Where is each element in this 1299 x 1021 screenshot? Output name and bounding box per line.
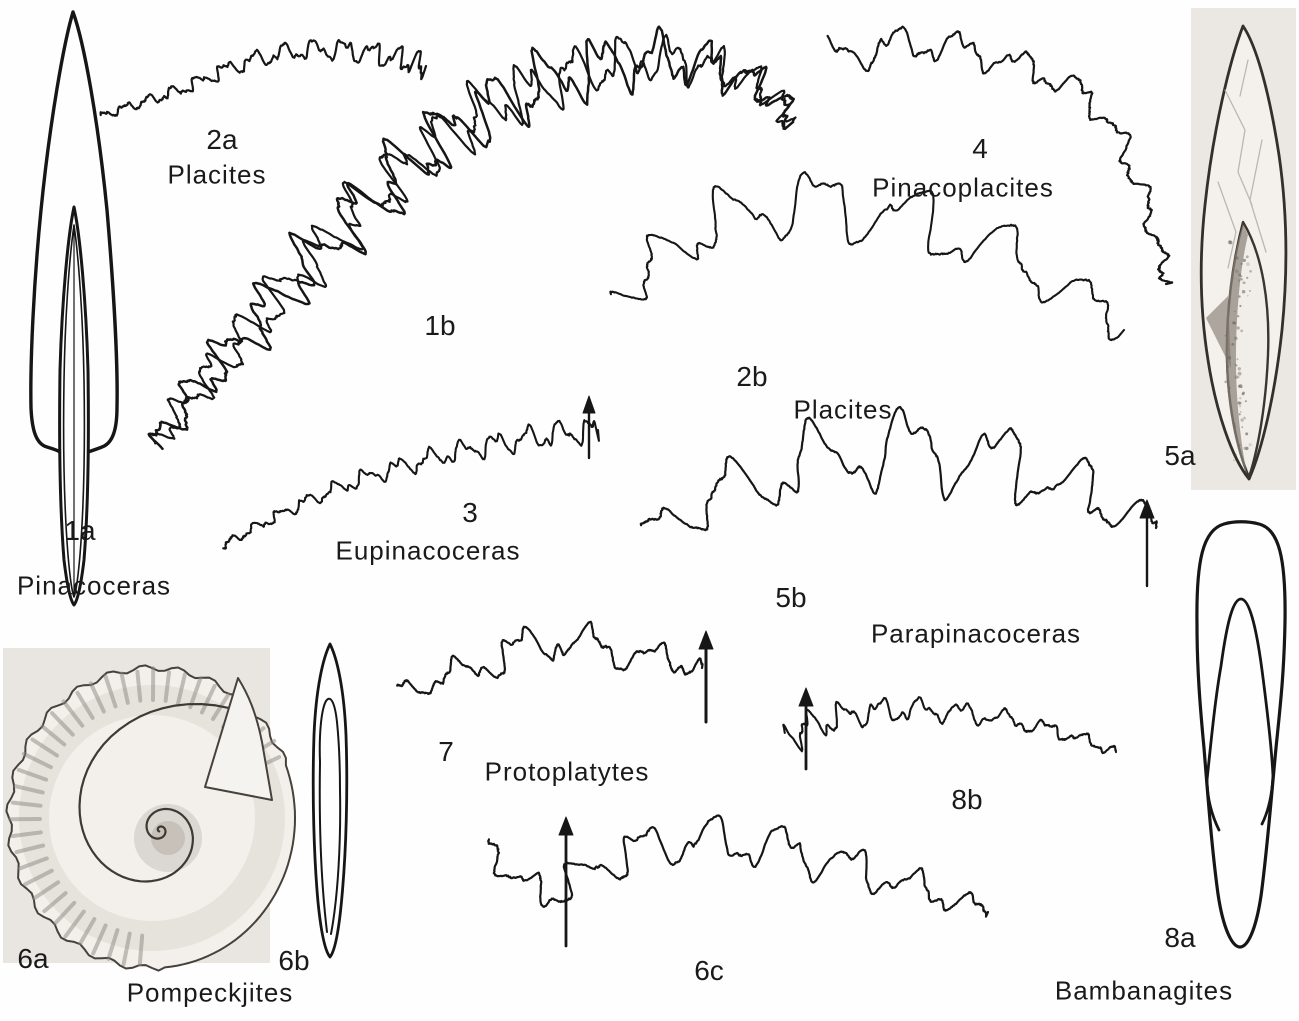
inner-arch <box>1205 597 1275 832</box>
figure-number-4: 4 <box>972 133 988 164</box>
genus-label-pinacoceras: Pinacoceras <box>16 570 172 601</box>
figure-number-2a: 2a <box>206 124 238 155</box>
figure-number-6b: 6b <box>278 945 310 976</box>
ammonite-aperture-flap <box>204 677 273 801</box>
suture-eupinacoceras-3 <box>222 419 600 550</box>
suture-bambanagites-8b <box>782 696 1118 755</box>
suture-pompeckjites-6c <box>487 814 990 918</box>
arrow-6c <box>558 816 574 948</box>
fossil-stipple <box>1224 240 1252 462</box>
photo-fossil-5a <box>1191 8 1296 490</box>
photo-pompeckjites-6a <box>3 648 296 972</box>
figure-number-5a: 5a <box>1164 440 1196 471</box>
inner-whorl-lines <box>318 697 342 935</box>
ammonite-spiral-line <box>78 703 231 883</box>
outer-outline <box>1195 520 1287 949</box>
inner-blade-double-line <box>62 224 86 598</box>
arrow-8b <box>798 687 814 771</box>
figure-number-1b: 1b <box>424 310 456 341</box>
figure-number-3: 3 <box>462 497 478 528</box>
figure-number-7: 7 <box>438 736 454 767</box>
figure-number-8b: 8b <box>951 784 983 815</box>
genus-label-bambanagites: Bambanagites <box>1054 975 1234 1006</box>
whorl-section-6b <box>311 642 349 959</box>
suture-pinacoceras-1b-fill <box>147 33 797 445</box>
genus-label-pinacoplacites: Pinacoplacites <box>872 172 1054 203</box>
genus-label-pompeckjites: Pompeckjites <box>126 977 294 1008</box>
suture-protoplatytes-7 <box>396 620 704 695</box>
arrow-5b <box>1139 499 1155 588</box>
venter-direction-arrows <box>558 395 1155 948</box>
figure-number-8a: 8a <box>1164 922 1196 953</box>
genus-label-eupinacoceras: Eupinacoceras <box>335 535 521 566</box>
suture-placites-2b <box>609 171 1126 342</box>
arrow-7 <box>698 630 714 724</box>
genus-label-placites-2b: Placites <box>793 394 893 425</box>
whorl-section-1a <box>29 10 119 607</box>
figure-number-6c: 6c <box>694 955 724 986</box>
genus-label-parapinacoceras: Parapinacoceras <box>870 618 1082 649</box>
arrow-3 <box>582 395 596 460</box>
figure-number-2b: 2b <box>736 361 768 392</box>
suture-pinacoplacites-4 <box>826 25 1174 286</box>
outer-outline <box>311 642 349 959</box>
genus-label-placites-2a: Placites <box>167 159 267 190</box>
figure-number-6a: 6a <box>17 943 49 974</box>
fossil-cracks <box>1217 59 1267 269</box>
suture-parapinacoceras-5b <box>639 405 1158 532</box>
ammonite-ribs <box>8 666 282 967</box>
genus-label-protoplatytes: Protoplatytes <box>484 756 650 787</box>
suture-placites-2a <box>99 39 428 117</box>
whorl-section-8a <box>1195 520 1287 949</box>
suture-lines <box>99 25 1174 918</box>
figure-number-1a: 1a <box>64 515 96 546</box>
fossil-shaded-band <box>1225 224 1248 474</box>
fossil-dark-wedge <box>1206 296 1231 368</box>
figure-number-5b: 5b <box>775 582 807 613</box>
suture-pinacoceras-1b <box>148 25 796 451</box>
